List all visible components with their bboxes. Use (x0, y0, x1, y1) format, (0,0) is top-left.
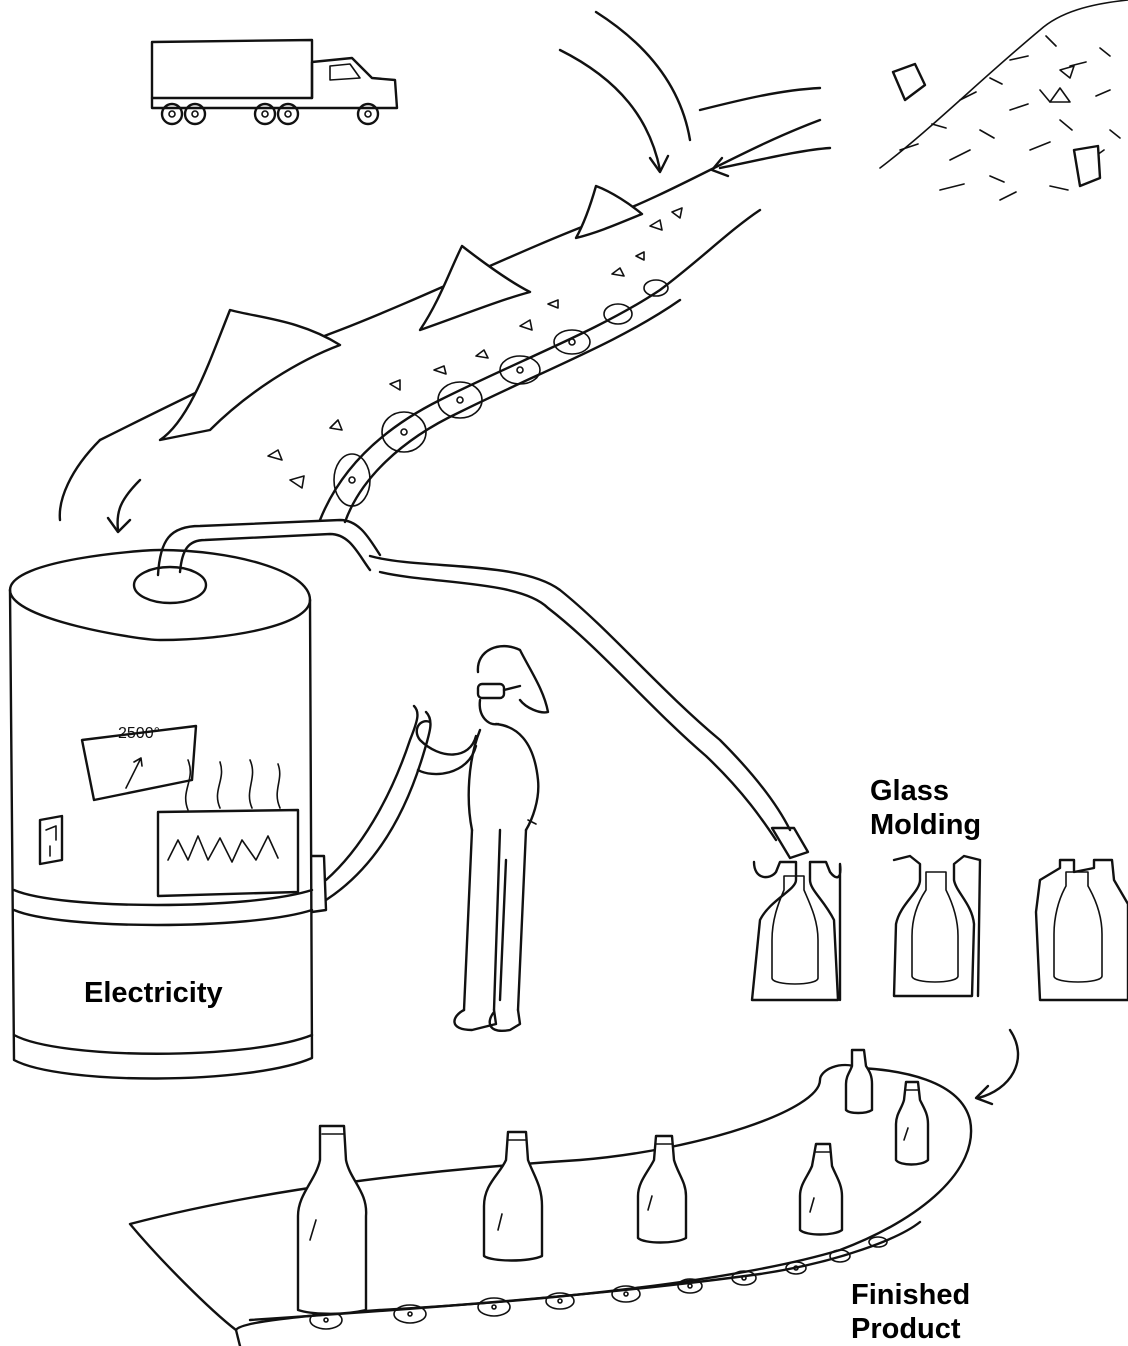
molten-glass-pipe (370, 556, 808, 858)
finished-product-line1: Finished (851, 1278, 970, 1312)
incoming-conveyor (60, 120, 820, 532)
glass-molding-line2: Molding (870, 808, 981, 842)
arrow-to-conveyor (978, 1030, 1018, 1098)
finished-product-label: Finished Product (851, 1278, 970, 1346)
electricity-label: Electricity (84, 976, 223, 1010)
bottle-mold-icon (1036, 860, 1128, 1000)
bottle-icon (484, 1132, 542, 1261)
hose (326, 706, 430, 900)
glass-pile-icon (880, 0, 1128, 200)
flow-arrows-top (560, 12, 830, 176)
truck-icon (152, 40, 397, 124)
glass-molding-line1: Glass (870, 774, 981, 808)
bottle-icon (896, 1082, 928, 1165)
glass-molding-label: Glass Molding (870, 774, 981, 842)
bottle-icon (800, 1144, 842, 1235)
worker-figure (417, 646, 548, 1031)
bottle-icon (298, 1126, 366, 1314)
temperature-gauge-icon: 2500° (82, 725, 196, 800)
bottle-icon (846, 1050, 872, 1113)
bottle-mold-icon (894, 856, 980, 996)
bottle-mold-icon (752, 862, 840, 1000)
finished-product-line2: Product (851, 1312, 970, 1346)
gauge-reading: 2500° (118, 725, 160, 742)
